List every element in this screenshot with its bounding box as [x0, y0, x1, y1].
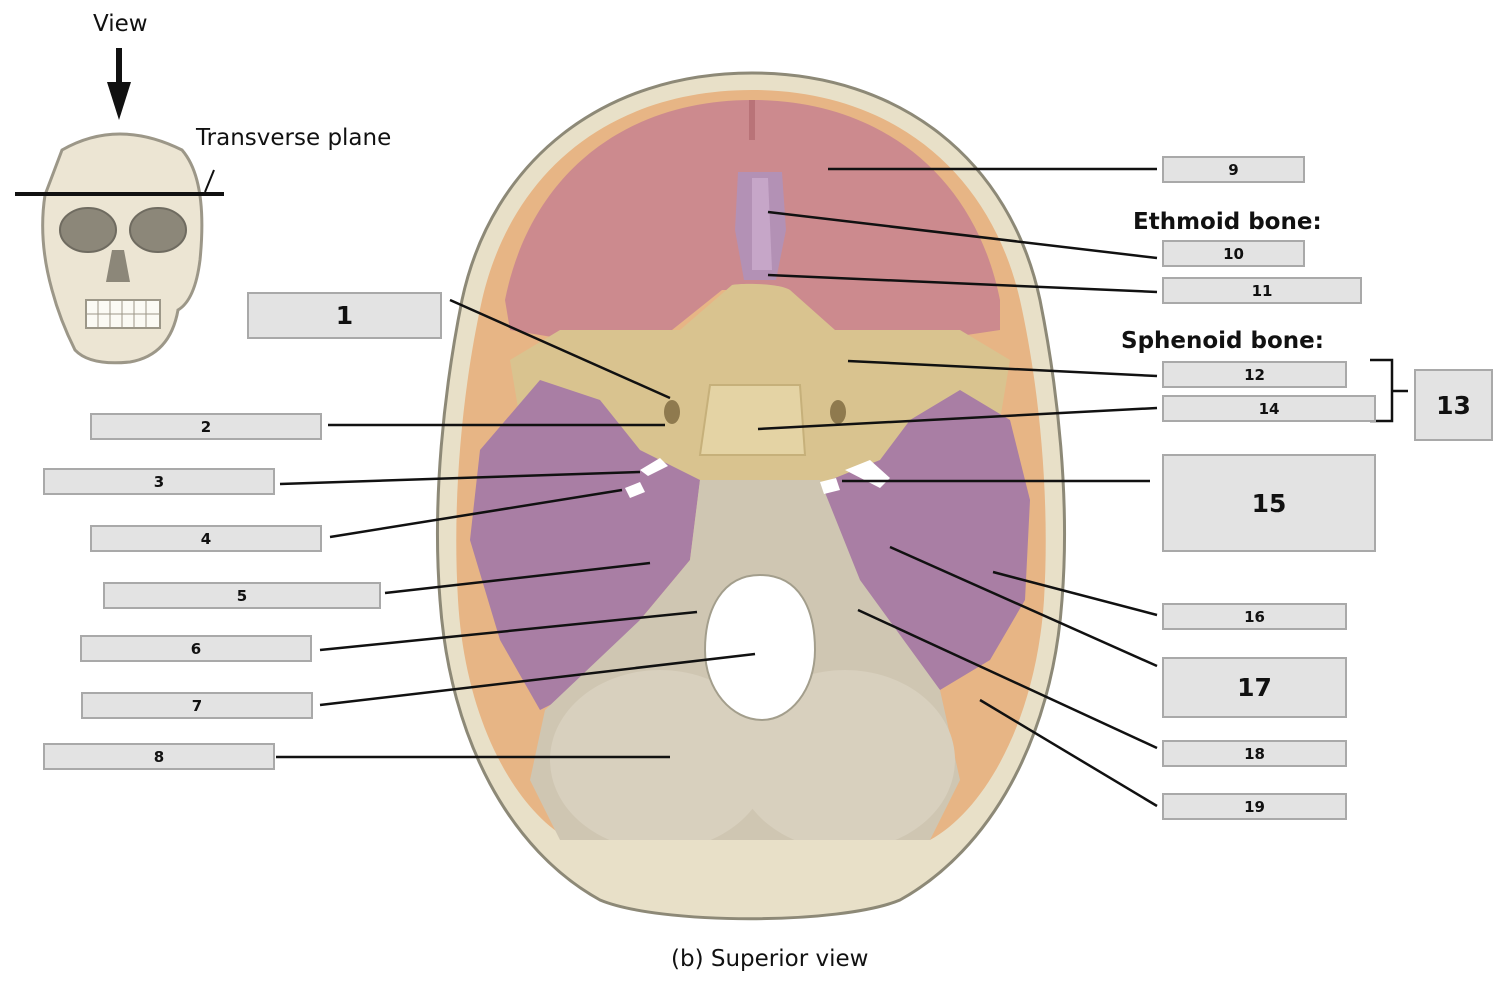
view-label: View: [93, 11, 148, 37]
plane-label-leader: [204, 169, 215, 193]
foramen-magnum: [703, 573, 817, 722]
label-box-18[interactable]: 18: [1162, 740, 1347, 767]
leader-1: [449, 298, 671, 400]
leader-4: [329, 488, 623, 539]
sella-turcica: [698, 384, 807, 456]
leader-19: [979, 698, 1158, 808]
label-box-5[interactable]: 5: [103, 582, 381, 609]
leader-18: [857, 608, 1158, 750]
leader-11: [767, 273, 1158, 294]
label-box-19[interactable]: 19: [1162, 793, 1347, 820]
label-box-2[interactable]: 2: [90, 413, 322, 440]
label-box-1[interactable]: 1: [247, 292, 442, 339]
sphenoid-heading: Sphenoid bone:: [1121, 328, 1324, 354]
label-box-8[interactable]: 8: [43, 743, 275, 770]
label-box-4[interactable]: 4: [90, 525, 322, 552]
transverse-plane-label: Transverse plane: [196, 125, 392, 151]
leader-5: [384, 561, 651, 595]
leader-3: [279, 470, 641, 486]
label-box-17[interactable]: 17: [1162, 657, 1347, 718]
label-box-10[interactable]: 10: [1162, 240, 1305, 267]
label-box-15[interactable]: 15: [1162, 454, 1376, 552]
ethmoid-heading: Ethmoid bone:: [1133, 209, 1322, 235]
temporal-bone-left: [470, 380, 700, 710]
figure-caption: (b) Superior view: [671, 946, 869, 972]
label-box-7[interactable]: 7: [81, 692, 313, 719]
label-box-16[interactable]: 16: [1162, 603, 1347, 630]
leader-14: [757, 406, 1158, 431]
label-box-11[interactable]: 11: [1162, 277, 1362, 304]
leader-12: [847, 359, 1158, 378]
leader-17: [889, 545, 1158, 668]
label-box-3[interactable]: 3: [43, 468, 275, 495]
sphenoid-bracket: [1370, 358, 1408, 423]
leader-6: [319, 610, 698, 652]
leader-10: [767, 210, 1158, 260]
leader-16: [992, 570, 1158, 617]
label-box-13[interactable]: 13: [1414, 369, 1493, 441]
label-box-14[interactable]: 14: [1162, 395, 1376, 422]
label-box-9[interactable]: 9: [1162, 156, 1305, 183]
label-box-12[interactable]: 12: [1162, 361, 1347, 388]
view-arrow: [107, 48, 131, 120]
leader-lines: [276, 167, 1408, 808]
label-box-6[interactable]: 6: [80, 635, 312, 662]
skull-floor: [435, 71, 1067, 921]
leader-7: [319, 652, 756, 707]
skull-thumbnail: [41, 132, 204, 365]
